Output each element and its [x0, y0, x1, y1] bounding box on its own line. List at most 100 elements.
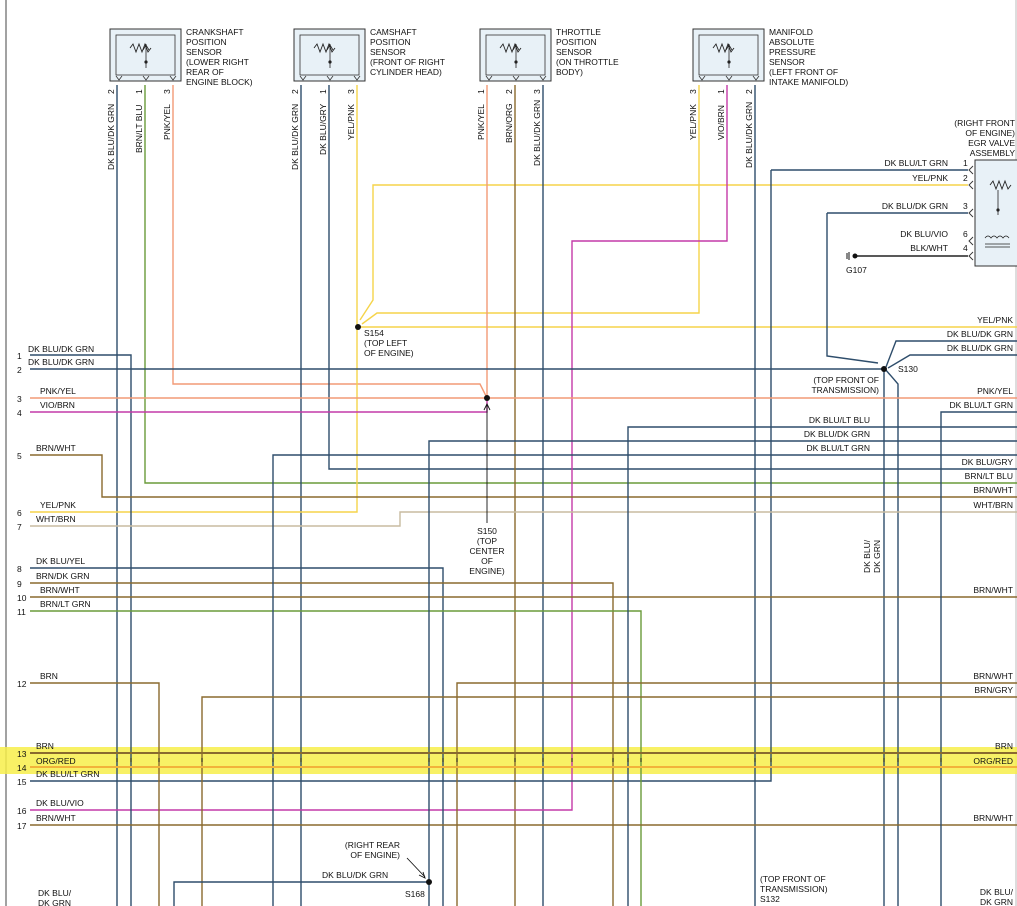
wire-cam-3	[30, 85, 358, 513]
svg-text:BRN: BRN	[40, 671, 58, 681]
svg-text:13: 13	[17, 749, 27, 759]
svg-text:ORG/RED: ORG/RED	[36, 756, 76, 766]
svg-text:DK BLU/LT GRN: DK BLU/LT GRN	[885, 158, 948, 168]
camshaft-sensor[interactable]	[293, 28, 366, 82]
svg-text:PNK/YEL: PNK/YEL	[40, 386, 76, 396]
svg-text:2: 2	[17, 365, 22, 375]
svg-text:DK BLU/DK GRN: DK BLU/DK GRN	[532, 100, 542, 166]
svg-text:BRN/WHT: BRN/WHT	[973, 813, 1013, 823]
svg-text:15: 15	[17, 777, 27, 787]
svg-text:DK BLU/VIO: DK BLU/VIO	[900, 229, 948, 239]
svg-text:WHT/BRN: WHT/BRN	[973, 500, 1013, 510]
svg-text:BRN: BRN	[995, 741, 1013, 751]
svg-text:5: 5	[17, 451, 22, 461]
svg-text:DK BLU/DK GRN: DK BLU/DK GRN	[947, 329, 1013, 339]
splice-s168-wire: DK BLU/DK GRN	[322, 870, 388, 880]
egr-connector	[968, 165, 974, 261]
throttle-sensor[interactable]	[479, 28, 552, 82]
svg-text:1: 1	[318, 89, 328, 94]
svg-text:DK BLU/DK GRN: DK BLU/DK GRN	[947, 343, 1013, 353]
svg-text:3: 3	[532, 89, 542, 94]
svg-text:ORG/RED: ORG/RED	[973, 756, 1013, 766]
arrow-icon	[406, 402, 491, 879]
svg-text:DK BLU/DK GRN: DK BLU/DK GRN	[744, 102, 754, 168]
svg-text:3: 3	[346, 89, 356, 94]
svg-text:BRN/LT GRN: BRN/LT GRN	[40, 599, 91, 609]
splice-dots	[355, 324, 887, 885]
svg-text:BRN/LT BLU: BRN/LT BLU	[965, 471, 1013, 481]
splice-s154-dot	[355, 324, 361, 330]
svg-text:BRN/WHT: BRN/WHT	[973, 485, 1013, 495]
egr-valve-assembly[interactable]	[974, 159, 1017, 267]
svg-text:DK GRN: DK GRN	[980, 897, 1013, 906]
svg-text:DK BLU/LT GRN: DK BLU/LT GRN	[36, 769, 99, 779]
svg-text:1: 1	[134, 89, 144, 94]
svg-text:17: 17	[17, 821, 27, 831]
splice-s150-dot	[484, 395, 490, 401]
mid-labels: DK BLU/LT BLU DK BLU/DK GRN DK BLU/LT GR…	[804, 415, 870, 453]
svg-text:2: 2	[106, 89, 116, 94]
svg-text:BRN/WHT: BRN/WHT	[973, 585, 1013, 595]
svg-text:BRN/WHT: BRN/WHT	[36, 813, 76, 823]
svg-text:DK BLU/LT GRN: DK BLU/LT GRN	[950, 400, 1013, 410]
svg-text:DK BLU/DK GRN: DK BLU/DK GRN	[106, 104, 116, 170]
splice-s130-label: S130	[898, 364, 918, 374]
svg-text:2: 2	[744, 89, 754, 94]
svg-text:BRN/WHT: BRN/WHT	[973, 671, 1013, 681]
wire-cam-1	[328, 85, 1017, 470]
svg-text:14: 14	[17, 763, 27, 773]
svg-text:DK BLU/DK GRN: DK BLU/DK GRN	[804, 429, 870, 439]
svg-text:10: 10	[17, 593, 27, 603]
svg-text:DK BLU/GRY: DK BLU/GRY	[318, 103, 328, 155]
svg-text:1: 1	[716, 89, 726, 94]
svg-text:9: 9	[17, 579, 22, 589]
svg-text:VIO/BRN: VIO/BRN	[716, 105, 726, 140]
svg-text:DK BLU/DK GRN: DK BLU/DK GRN	[882, 201, 948, 211]
svg-text:DK BLU/: DK BLU/	[980, 887, 1014, 897]
harness-ticks	[116, 758, 942, 762]
svg-text:8: 8	[17, 564, 22, 574]
svg-text:VIO/BRN: VIO/BRN	[40, 400, 75, 410]
svg-text:2: 2	[504, 89, 514, 94]
svg-text:DK BLU/YEL: DK BLU/YEL	[36, 556, 85, 566]
svg-text:DK BLU/DK GRN: DK BLU/DK GRN	[290, 104, 300, 170]
svg-text:3: 3	[963, 201, 968, 211]
vertical-wire-label: DK BLU/DK GRN	[862, 539, 882, 573]
highlighted-harness	[0, 747, 1017, 774]
crankshaft-sensor[interactable]	[109, 28, 182, 82]
svg-text:DK BLU/DK GRN: DK BLU/DK GRN	[38, 888, 72, 906]
egr-labels: DK BLU/LT GRN YEL/PNK DK BLU/DK GRN DK B…	[846, 158, 968, 275]
svg-text:DK BLU/DK GRN: DK BLU/DK GRN	[28, 357, 94, 367]
svg-text:6: 6	[17, 508, 22, 518]
svg-text:YEL/PNK: YEL/PNK	[40, 500, 76, 510]
svg-text:BRN/DK GRN: BRN/DK GRN	[36, 571, 89, 581]
svg-text:1: 1	[17, 351, 22, 361]
svg-text:BLK/WHT: BLK/WHT	[910, 243, 948, 253]
svg-text:2: 2	[290, 89, 300, 94]
svg-text:BRN/ORG: BRN/ORG	[504, 103, 514, 143]
svg-text:3: 3	[162, 89, 172, 94]
svg-text:7: 7	[17, 522, 22, 532]
svg-text:DK BLU/LT GRN: DK BLU/LT GRN	[807, 443, 870, 453]
svg-text:WHT/BRN: WHT/BRN	[36, 514, 76, 524]
svg-text:12: 12	[17, 679, 27, 689]
svg-text:DK BLU/LT BLU: DK BLU/LT BLU	[809, 415, 870, 425]
svg-text:3: 3	[688, 89, 698, 94]
svg-text:PNK/YEL: PNK/YEL	[162, 104, 172, 140]
map-sensor[interactable]	[692, 28, 765, 82]
svg-text:1: 1	[476, 89, 486, 94]
wire-crank-1	[144, 85, 1017, 484]
splice-s168-label: S168	[405, 889, 425, 899]
